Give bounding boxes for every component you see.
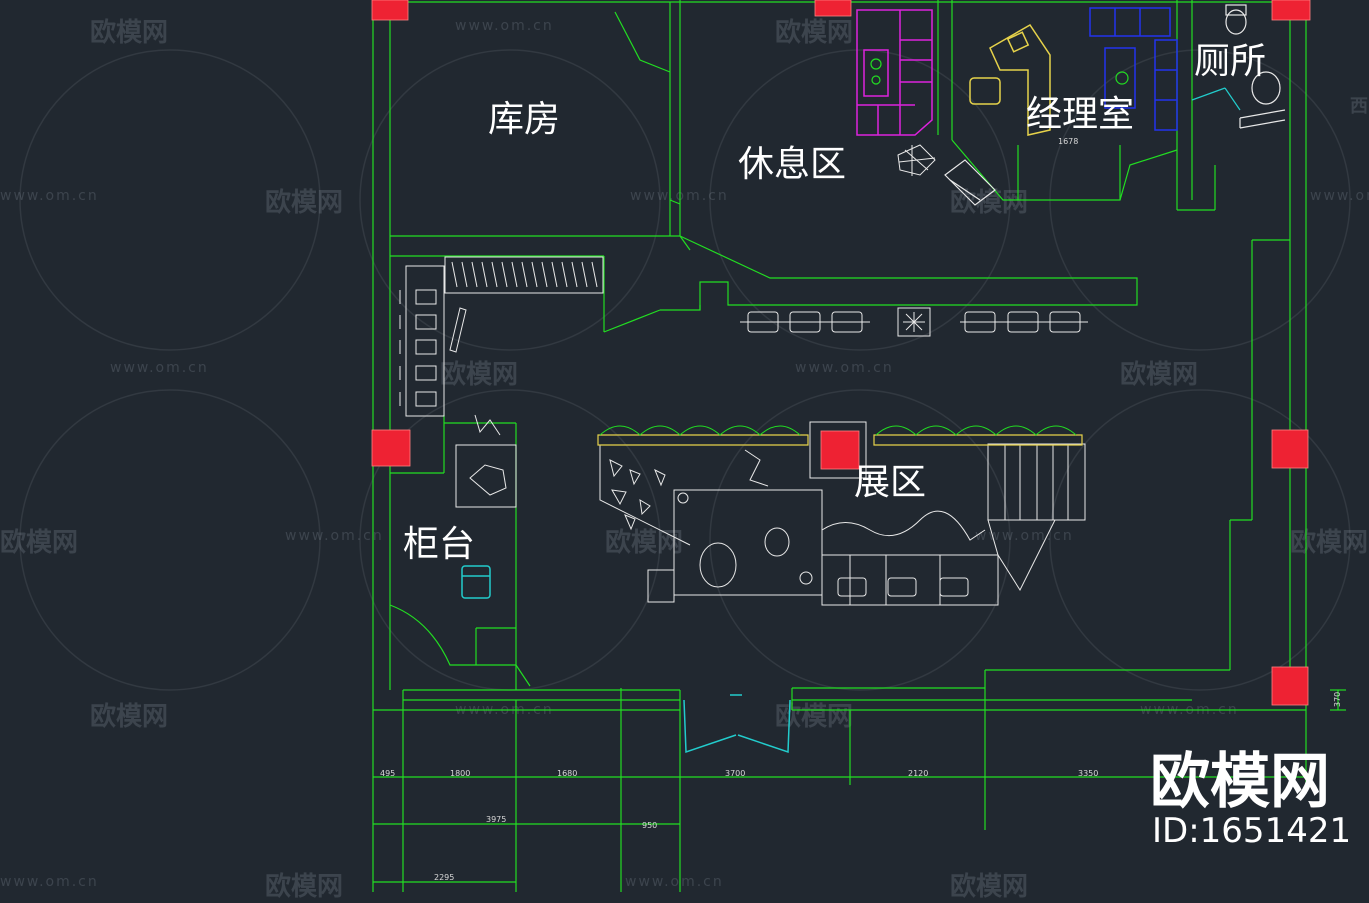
- watermark-logo: 欧模网: [775, 18, 854, 48]
- watermark-url: www.om.cn: [795, 360, 894, 376]
- toilet-icon: [1225, 4, 1286, 129]
- counter-desk: [455, 414, 517, 508]
- plant-decoration: [897, 144, 936, 176]
- office-plant-icon: [1115, 71, 1129, 85]
- brand-logo: 欧模网: [1150, 747, 1330, 817]
- column: [371, 429, 411, 467]
- watermark-url: www.om.cn: [285, 528, 384, 544]
- watermark-url: www.om.cn: [1310, 188, 1369, 204]
- dimension-1680: 1680: [557, 769, 577, 778]
- watermark-logo: 欧模网: [775, 702, 854, 732]
- watermark-url: www.om.cn: [625, 874, 724, 890]
- room-label-manager-office: 经理室: [1026, 94, 1135, 135]
- restroom-door: [1191, 87, 1241, 111]
- room-label-lounge: 休息区: [738, 144, 847, 185]
- dimension-950: 950: [642, 821, 657, 830]
- dimension-370: 370: [1333, 692, 1342, 707]
- office-sofa: [1089, 7, 1178, 131]
- watermark-logo: 欧模网: [90, 18, 169, 48]
- room-label-storage: 库房: [488, 99, 561, 140]
- column: [1271, 0, 1311, 21]
- watermark-url: www.om.cn: [0, 874, 99, 890]
- watermark-arcs: [19, 49, 1351, 691]
- watermark-url: www.om.cn: [0, 188, 99, 204]
- column: [1271, 429, 1309, 469]
- dimension-2120: 2120: [908, 769, 928, 778]
- structural-columns: [371, 0, 1311, 706]
- watermark-logo: 欧模网: [265, 188, 344, 218]
- storage-shelves: [399, 256, 604, 417]
- counter-chair: [461, 565, 491, 599]
- dimension-2295: 2295: [434, 873, 454, 882]
- watermark-url: www.om.cn: [975, 528, 1074, 544]
- office-cabinet: [944, 159, 996, 206]
- dimension-1800: 1800: [450, 769, 470, 778]
- watermark-logo: 欧模网: [1290, 528, 1369, 558]
- watermark-logo: 欧模网: [1120, 360, 1199, 390]
- plant-icon: [870, 58, 882, 85]
- watermark-logo: 欧模网: [0, 528, 79, 558]
- dimension-office-width: 1678: [1058, 137, 1078, 146]
- column: [371, 0, 409, 21]
- watermark-logo: 欧模网: [440, 360, 519, 390]
- upper-display-seats: [740, 307, 1088, 337]
- exhibition-display: [599, 443, 1086, 606]
- column: [1271, 666, 1309, 706]
- entrance-doors: [683, 694, 791, 754]
- watermark-url: www.om.cn: [630, 188, 729, 204]
- room-label-counter: 柜台: [403, 524, 476, 565]
- lounge-sofa: [856, 9, 933, 136]
- dimension-3975: 3975: [486, 815, 506, 824]
- exhibition-plants: [597, 434, 1083, 446]
- column: [820, 430, 860, 470]
- dimension-3700: 3700: [725, 769, 745, 778]
- watermark-logo: 欧模网: [605, 528, 684, 558]
- column: [814, 0, 852, 17]
- watermark-edge-char: 西: [1350, 96, 1368, 117]
- watermark-url: www.om.cn: [455, 18, 554, 34]
- dimension-labels: 1678 495 1800 1680 3700 2120 3350 3975 9…: [380, 137, 1342, 882]
- dimension-3350: 3350: [1078, 769, 1098, 778]
- watermark-url: www.om.cn: [110, 360, 209, 376]
- room-label-exhibition: 展区: [854, 462, 927, 503]
- exhibition-plant-tops: [599, 425, 1077, 436]
- dimension-495: 495: [380, 769, 395, 778]
- room-label-restroom: 厕所: [1194, 41, 1267, 82]
- brand-id: ID:1651421: [1152, 811, 1352, 851]
- manager-desk: [969, 23, 1051, 136]
- walls: [372, 0, 1346, 892]
- watermark-logo: 欧模网: [90, 702, 169, 732]
